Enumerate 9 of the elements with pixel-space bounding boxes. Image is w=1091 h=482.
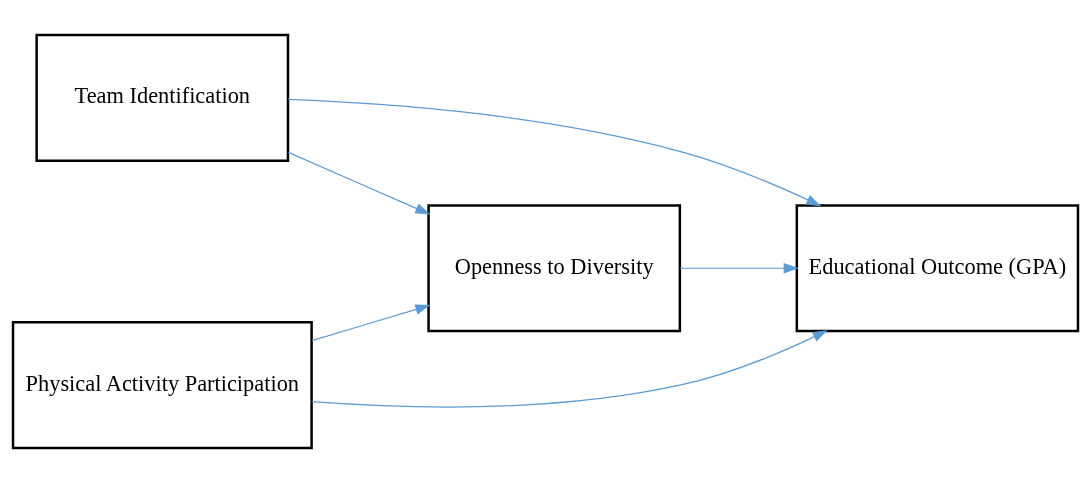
arrow: [311, 329, 828, 407]
node-box: Educational Outcome (GPA): [795, 203, 1080, 332]
arrow: [287, 151, 431, 215]
node-box: Openness to Diversity: [427, 203, 682, 332]
node-box: Team Identification: [35, 33, 290, 162]
arrow: [287, 98, 822, 206]
node-box: Physical Activity Participation: [11, 320, 313, 449]
arrow: [679, 262, 799, 273]
arrow: [311, 303, 431, 341]
